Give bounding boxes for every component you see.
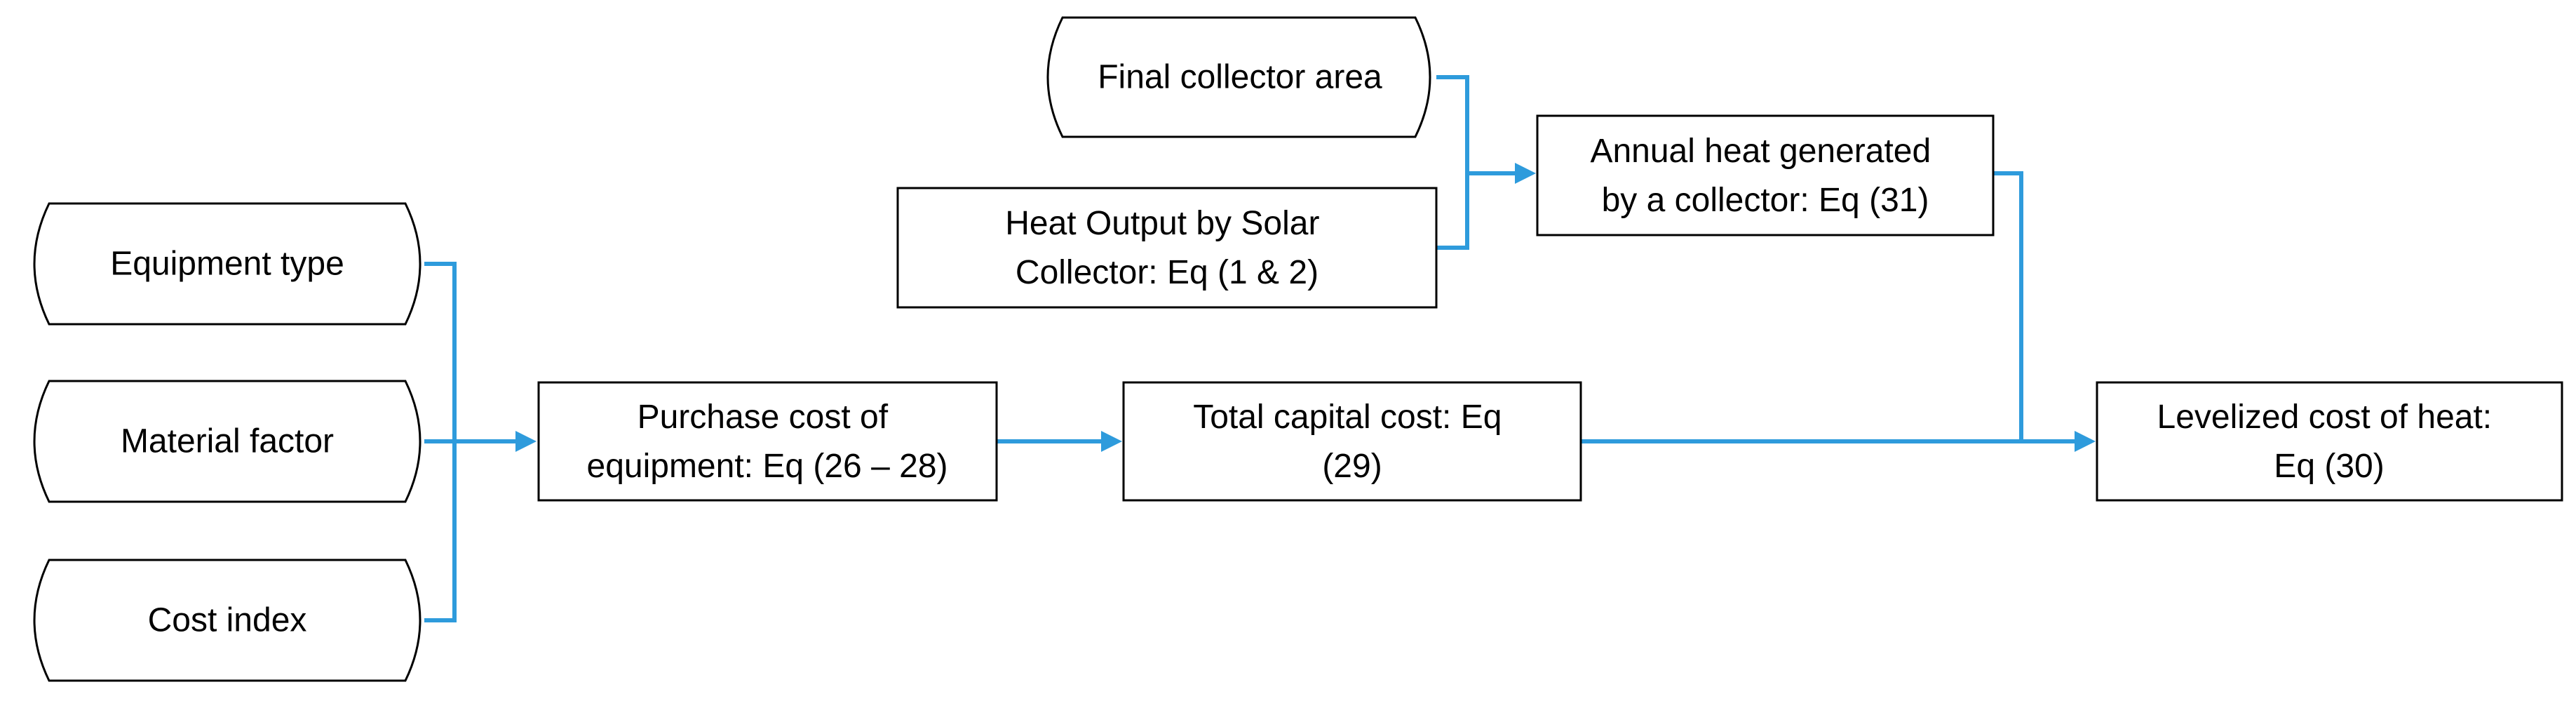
node-label: Cost index — [148, 602, 307, 639]
node-heat-output: Heat Output by Solar Collector: Eq (1 & … — [896, 187, 1438, 309]
node-label-line-2: by a collector: Eq (31) — [1602, 182, 1929, 219]
node-label-line-1: Levelized cost of heat: — [2157, 399, 2493, 436]
node-label-line-1: Purchase cost of — [638, 399, 889, 436]
connector-annual-to-levelized — [1993, 171, 2023, 441]
svg-text:Heat Output by Solar Col: Heat Output by Solar Collector: Eq (1 & … — [1005, 205, 1329, 291]
node-total-capital-cost: Total capital cost: Eq (29) — [1122, 381, 1582, 502]
node-final-collector-area: Final collector area — [1046, 16, 1431, 138]
node-equipment-type: Equipment type — [33, 202, 422, 326]
node-label-line-2: (29) — [1322, 448, 1382, 485]
node-label-line-2: Eq (30) — [2274, 448, 2384, 485]
node-label-line-1: Annual heat generated — [1590, 133, 1931, 170]
node-label: Material factor — [121, 423, 334, 460]
connectors — [424, 75, 2096, 622]
node-label-line-2: equipment: Eq (26 – 28) — [587, 448, 948, 485]
arrow-to-levelized-cost — [2075, 431, 2096, 452]
connector-cost-index — [424, 441, 457, 622]
node-label-line-2: Collector: Eq (1 & 2) — [1016, 254, 1319, 291]
connector-heat-output — [1436, 171, 1515, 250]
node-cost-index: Cost index — [33, 559, 422, 682]
node-label: Final collector area — [1098, 59, 1382, 96]
arrow-to-total-capital — [1101, 431, 1122, 452]
node-label-line-1: Heat Output by Solar — [1005, 205, 1319, 242]
node-purchase-cost: Purchase cost of equipment: Eq (26 – 28) — [537, 381, 998, 502]
node-label: Equipment type — [110, 246, 344, 283]
connector-equipment-type — [424, 262, 457, 441]
connector-final-area — [1436, 75, 1469, 173]
node-label-line-1: Total capital cost: Eq — [1193, 399, 1502, 436]
arrow-to-annual-heat — [1515, 163, 1536, 184]
arrow-to-purchase-cost — [515, 431, 537, 452]
node-levelized-cost: Levelized cost of heat: Eq (30) — [2096, 381, 2563, 502]
svg-text:Total capital cost: Eq (: Total capital cost: Eq (29) — [1193, 399, 1511, 485]
svg-text:Levelized cost of heat:: Levelized cost of heat: Eq (30) — [2157, 399, 2502, 485]
svg-text:Purchase cost of equipme: Purchase cost of equipment: Eq (26 – 28) — [587, 399, 948, 485]
node-material-factor: Material factor — [33, 380, 422, 503]
node-annual-heat: Annual heat generated by a collector: Eq… — [1536, 114, 1995, 236]
svg-text:Annual heat generated by: Annual heat generated by a collector: Eq… — [1590, 133, 1940, 219]
